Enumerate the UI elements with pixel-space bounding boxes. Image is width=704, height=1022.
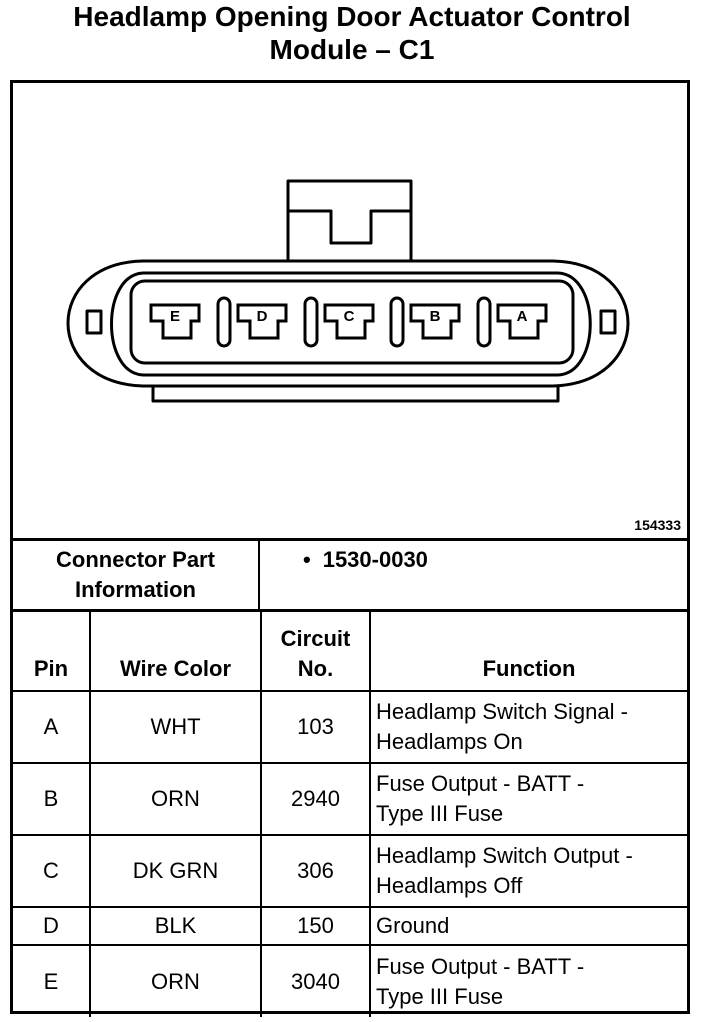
cell-function: Fuse Output - BATT - Type III Fuse bbox=[369, 944, 687, 1017]
connector-part-number: 1530-0030 bbox=[322, 547, 428, 572]
function-line-2: Type III Fuse bbox=[376, 983, 504, 1009]
cell-wire-color: BLK bbox=[89, 906, 262, 946]
function-line-1: Fuse Output - BATT - bbox=[376, 953, 585, 979]
cavity-separator bbox=[216, 296, 232, 348]
title-line-2: Module – C1 bbox=[269, 34, 435, 65]
page-title: Headlamp Opening Door Actuator Control M… bbox=[0, 0, 704, 72]
header-wire-color: Wire Color bbox=[89, 612, 262, 692]
right-side-tab bbox=[599, 309, 617, 335]
header-circuit: Circuit No. bbox=[260, 612, 371, 692]
cavity-label: D bbox=[257, 308, 268, 325]
header-circuit-line-1: Circuit bbox=[280, 626, 351, 651]
cell-circuit: 103 bbox=[260, 690, 371, 764]
cavity-b bbox=[409, 303, 461, 340]
cavity-separator bbox=[476, 296, 492, 348]
connector-inner-shell bbox=[110, 271, 592, 377]
connector-part-label: Connector Part Information bbox=[13, 541, 260, 609]
cavity-label: E bbox=[170, 308, 180, 325]
cell-function: Headlamp Switch Output - Headlamps Off bbox=[369, 834, 687, 908]
connector-shell bbox=[66, 259, 630, 388]
title-line-1: Headlamp Opening Door Actuator Control bbox=[73, 1, 631, 32]
function-line-2: Type III Fuse bbox=[376, 801, 504, 826]
lock-tab bbox=[286, 179, 413, 261]
figure-id: 154333 bbox=[634, 517, 681, 533]
cell-pin: A bbox=[13, 690, 91, 764]
header-pin: Pin bbox=[13, 612, 91, 692]
connector-part-label-line-2: Information bbox=[75, 577, 196, 602]
cavity-separator bbox=[303, 296, 319, 348]
cavity-a bbox=[496, 303, 548, 340]
left-side-tab bbox=[85, 309, 103, 335]
cell-wire-color: ORN bbox=[89, 762, 262, 836]
cell-function: Ground bbox=[369, 906, 687, 946]
cavity-e bbox=[149, 303, 201, 340]
bullet: • bbox=[303, 547, 311, 572]
cavity-label: A bbox=[517, 308, 528, 325]
function-line-1: Headlamp Switch Signal - bbox=[376, 699, 628, 724]
cell-pin: D bbox=[13, 906, 91, 946]
cell-circuit: 2940 bbox=[260, 762, 371, 836]
function-line-2: Headlamps Off bbox=[376, 873, 523, 898]
connector-skirt bbox=[151, 386, 560, 403]
cavity-d bbox=[236, 303, 288, 340]
cavity-frame bbox=[129, 279, 575, 365]
cell-circuit: 3040 bbox=[260, 944, 371, 1017]
cell-wire-color: ORN bbox=[89, 944, 262, 1017]
cavity-c bbox=[323, 303, 375, 340]
header-function: Function bbox=[369, 612, 687, 692]
cavity-label: B bbox=[430, 308, 441, 325]
cell-wire-color: DK GRN bbox=[89, 834, 262, 908]
cavity-separator bbox=[389, 296, 405, 348]
function-line-1: Ground bbox=[376, 913, 450, 938]
header-circuit-line-2: No. bbox=[297, 656, 334, 681]
pin-table-header: Pin Wire Color Circuit No. Function bbox=[13, 612, 687, 692]
cell-function: Fuse Output - BATT - Type III Fuse bbox=[369, 762, 687, 836]
cell-function: Headlamp Switch Signal - Headlamps On bbox=[369, 690, 687, 764]
cell-circuit: 306 bbox=[260, 834, 371, 908]
function-line-1: Headlamp Switch Output - bbox=[376, 843, 633, 868]
function-line-2: Headlamps On bbox=[376, 729, 523, 754]
cell-pin: C bbox=[13, 834, 91, 908]
connector-part-label-line-1: Connector Part bbox=[56, 547, 215, 572]
function-line-1: Fuse Output - BATT - bbox=[376, 771, 585, 796]
connector-part-value: • 1530-0030 bbox=[303, 547, 428, 573]
cell-circuit: 150 bbox=[260, 906, 371, 946]
connector-diagram: E D C B A 154333 bbox=[13, 83, 687, 538]
cavity-label: C bbox=[344, 308, 355, 325]
cell-wire-color: WHT bbox=[89, 690, 262, 764]
lock-tab-notch bbox=[288, 209, 411, 245]
connector-part-row: Connector Part Information • 1530-0030 bbox=[13, 538, 687, 612]
cell-pin: B bbox=[13, 762, 91, 836]
cell-pin: E bbox=[13, 944, 91, 1017]
